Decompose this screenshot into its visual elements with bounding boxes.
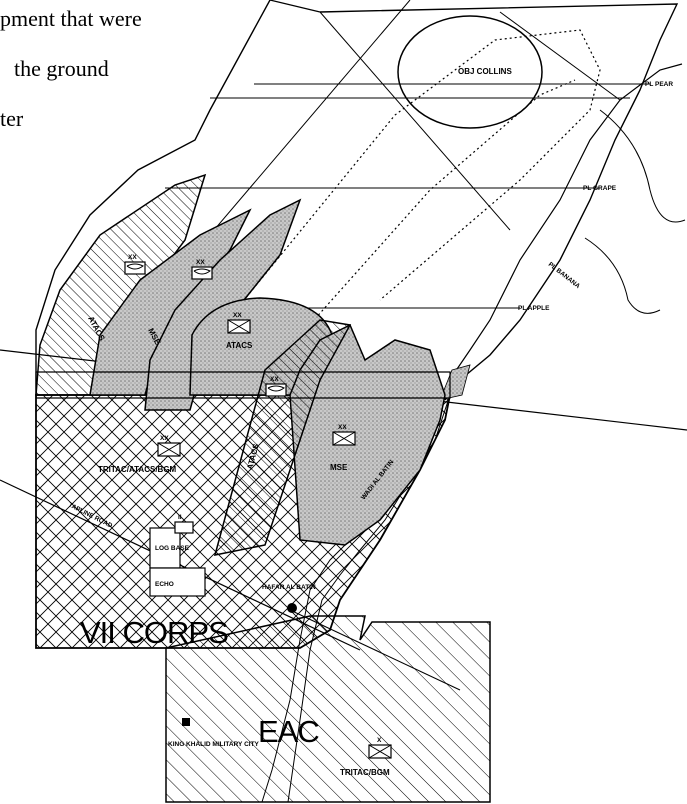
unit-symbol-3: XX: [227, 312, 251, 334]
pl-apple-label: PL APPLE: [518, 305, 550, 312]
unit-echelon-4: XX: [270, 376, 279, 383]
unit-symbol-2: XX: [191, 259, 213, 280]
hafar-label: HAFAR AL BATIN: [262, 584, 316, 591]
unit-symbol-5: XX: [332, 424, 356, 446]
tritac-bgm-label: TRITAC/BGM: [340, 768, 390, 777]
log-base-box: [149, 527, 181, 569]
body-text-line-3: ter: [0, 106, 24, 131]
unit-symbol-4: XX: [265, 376, 287, 397]
unit-symbol-8: II: [174, 514, 194, 534]
obj-collins-oval: [397, 15, 543, 129]
body-text-line-1: pment that were: [0, 6, 142, 31]
diagonal-strip: [213, 319, 352, 556]
vii-corps-label: VII CORPS: [80, 615, 228, 650]
pl-pear-label: PL PEAR: [645, 81, 673, 88]
unit-echelon-1: XX: [128, 254, 137, 261]
mse-east-label: MSE: [330, 463, 348, 472]
body-text-line-2: the ground: [14, 56, 109, 81]
obj-collins-label: OBJ COLLINS: [458, 67, 512, 76]
tritac-atacs-bgm-label: TRITAC/ATACS/BGM: [98, 465, 177, 474]
log-base-label: LOG BASE: [155, 545, 190, 552]
unit-symbol-6: XX: [157, 435, 181, 457]
unit-echelon-7: X: [377, 737, 382, 744]
pl-banana-label: PL BANANA: [547, 261, 582, 290]
kkmc-label: KING KHALID MILITARY CITY: [168, 741, 260, 748]
echo-label: ECHO: [155, 581, 174, 588]
unit-symbol-1: XX: [124, 254, 146, 275]
pl-grape-label: PL GRAPE: [583, 185, 617, 192]
unit-echelon-8: II: [178, 514, 182, 521]
hafar-city-marker: [287, 603, 297, 613]
corps-boundary: [35, 0, 271, 395]
kkmc-marker: [182, 718, 190, 726]
unit-echelon-3: XX: [233, 312, 242, 319]
unit-echelon-6: XX: [160, 435, 169, 442]
unit-echelon-2: XX: [196, 259, 205, 266]
wadi-al-batin: [454, 63, 683, 373]
unit-symbol-7: X: [368, 737, 392, 759]
echo-box: [149, 567, 206, 597]
eac-label: EAC: [258, 714, 319, 749]
unit-echelon-5: XX: [338, 424, 347, 431]
atacs-center-label: ATACS: [226, 341, 253, 350]
